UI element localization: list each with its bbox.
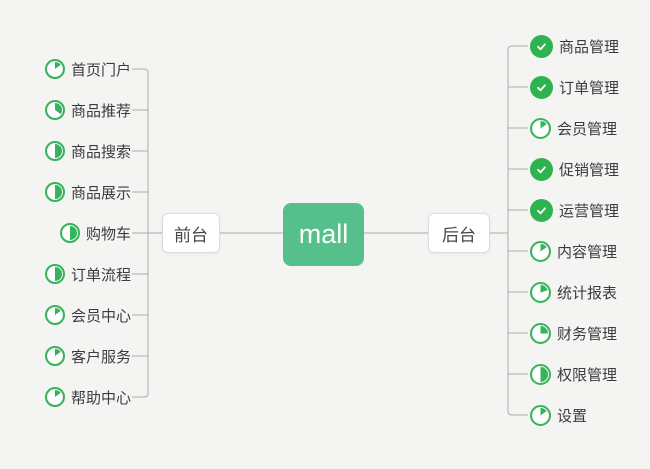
item-label: 运营管理 — [559, 202, 620, 220]
item-label: 内容管理 — [557, 243, 618, 261]
progress-pie-icon — [44, 346, 65, 366]
mindmap-item[interactable]: 财务管理 — [530, 320, 617, 346]
progress-pie-icon — [530, 404, 551, 426]
root-node-mall[interactable]: mall — [283, 203, 364, 266]
mindmap-item[interactable]: 内容管理 — [530, 238, 617, 264]
item-label: 设置 — [557, 407, 588, 425]
item-label: 首页门户 — [70, 61, 131, 79]
check-circle-icon — [530, 157, 553, 181]
progress-pie-icon — [530, 281, 551, 303]
mindmap-item[interactable]: 权限管理 — [530, 361, 617, 387]
mindmap-item[interactable]: 帮助中心 — [44, 384, 131, 410]
item-label: 商品推荐 — [70, 102, 131, 120]
item-label: 商品搜索 — [70, 143, 131, 161]
item-label: 统计报表 — [557, 284, 618, 302]
mindmap-item[interactable]: 订单流程 — [44, 261, 131, 287]
progress-pie-icon — [44, 182, 65, 202]
item-label: 促销管理 — [559, 161, 620, 179]
mindmap-item[interactable]: 设置 — [530, 402, 587, 428]
mindmap-item[interactable]: 运营管理 — [530, 197, 619, 223]
mindmap-item[interactable]: 首页门户 — [44, 56, 131, 82]
mindmap-item[interactable]: 会员管理 — [530, 115, 617, 141]
progress-pie-icon — [530, 322, 551, 344]
mindmap-item[interactable]: 促销管理 — [530, 156, 619, 182]
check-circle-icon — [530, 34, 553, 58]
mindmap-item[interactable]: 商品管理 — [530, 33, 619, 59]
item-label: 订单流程 — [70, 266, 131, 284]
item-label: 订单管理 — [559, 79, 620, 97]
branch-node-frontend[interactable]: 前台 — [162, 213, 220, 253]
item-label: 会员管理 — [557, 120, 618, 138]
mindmap-item[interactable]: 统计报表 — [530, 279, 617, 305]
item-label: 客户服务 — [70, 348, 131, 366]
mindmap-item[interactable]: 客户服务 — [44, 343, 131, 369]
branch-node-backend[interactable]: 后台 — [428, 213, 490, 253]
progress-pie-icon — [530, 240, 551, 262]
mindmap-item[interactable]: 商品推荐 — [44, 97, 131, 123]
item-label: 购物车 — [85, 225, 131, 243]
progress-pie-icon — [44, 100, 65, 120]
item-label: 帮助中心 — [70, 389, 131, 407]
progress-pie-icon — [44, 59, 65, 79]
progress-pie-icon — [530, 117, 551, 139]
item-label: 权限管理 — [557, 366, 618, 384]
mindmap-item[interactable]: 购物车 — [59, 220, 131, 246]
item-label: 财务管理 — [557, 325, 618, 343]
progress-pie-icon — [44, 264, 65, 284]
check-circle-icon — [530, 75, 553, 99]
mindmap-item[interactable]: 商品搜索 — [44, 138, 131, 164]
mindmap-item[interactable]: 商品展示 — [44, 179, 131, 205]
item-label: 会员中心 — [70, 307, 131, 325]
progress-pie-icon — [44, 141, 65, 161]
progress-pie-icon — [59, 223, 80, 243]
check-circle-icon — [530, 198, 553, 222]
mindmap-item[interactable]: 订单管理 — [530, 74, 619, 100]
progress-pie-icon — [44, 305, 65, 325]
item-label: 商品展示 — [70, 184, 131, 202]
mindmap-item[interactable]: 会员中心 — [44, 302, 131, 328]
item-label: 商品管理 — [559, 38, 620, 56]
progress-pie-icon — [44, 387, 65, 407]
progress-pie-icon — [530, 363, 551, 385]
